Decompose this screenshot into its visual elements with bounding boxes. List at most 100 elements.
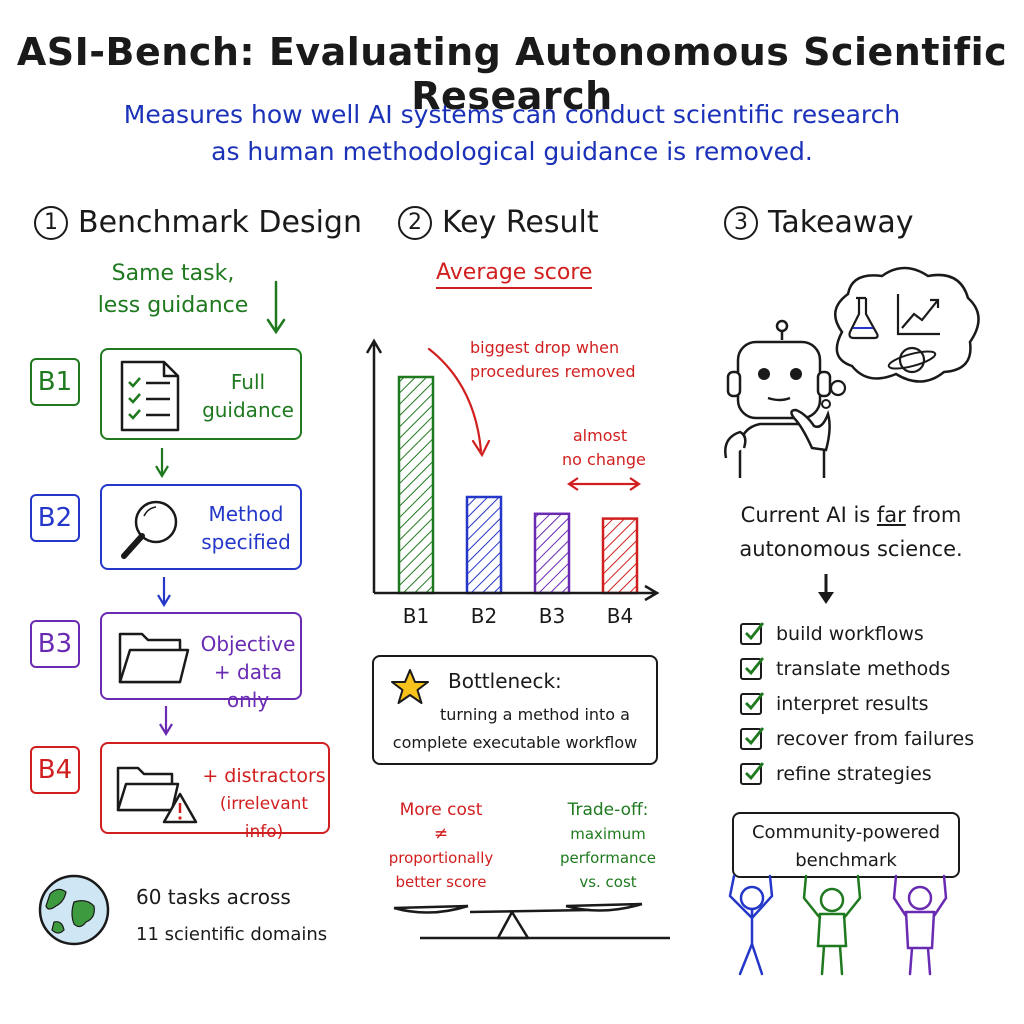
- takeaway-statement: Current AI is far from autonomous scienc…: [716, 498, 986, 566]
- community-people-icon: [728, 874, 948, 976]
- drop-annotation-line-1: biggest drop when: [470, 338, 620, 357]
- cost-note-line-2: proportionally: [388, 849, 494, 867]
- banner-line-2: benchmark: [795, 850, 897, 871]
- section-2-heading: 2 Key Result: [398, 205, 599, 240]
- level-box-b2: Method specified: [100, 484, 302, 570]
- drop-arrow-icon: [427, 347, 491, 458]
- x-tick-label: B3: [539, 604, 565, 628]
- level-box-b3: Objective + data only: [100, 612, 302, 712]
- guidance-note-line-1: Same task,: [111, 261, 235, 286]
- skill-item: build workflows: [740, 616, 974, 651]
- statement-line-2: autonomous science.: [739, 537, 963, 561]
- chart-title: Average score: [436, 260, 593, 289]
- checkbox-icon: [740, 761, 765, 785]
- bottleneck-title: Bottleneck:: [448, 669, 562, 693]
- arrow-b1-b2-icon: [155, 448, 169, 479]
- level-b3-line-1: Objective: [200, 632, 296, 656]
- globe-icon: [38, 874, 110, 946]
- section-1-number: 1: [34, 205, 68, 240]
- level-b1-line-2: guidance: [202, 398, 294, 422]
- level-tag-b1: B1: [30, 358, 80, 406]
- no-change-annotation-line-1: almost: [572, 426, 628, 445]
- arrow-b2-b3-icon: [157, 577, 171, 608]
- dataset-summary-line-1: 60 tasks across: [136, 885, 291, 909]
- section-1-heading: 1 Benchmark Design: [34, 205, 362, 240]
- folder-icon: [118, 632, 190, 684]
- bottleneck-line-2: complete executable workflow: [392, 733, 638, 752]
- skill-label: translate methods: [776, 657, 951, 680]
- cost-note-line-1: More cost: [399, 800, 483, 820]
- bar-b3: [533, 512, 571, 595]
- statement-emphasis: far: [876, 503, 906, 527]
- section-1-title: Benchmark Design: [78, 205, 362, 240]
- balance-scale-icon: [393, 902, 670, 940]
- thought-cloud-icon: [821, 266, 980, 409]
- folder-warning-icon: [116, 766, 198, 824]
- subtitle-line-1: Measures how well AI systems can conduct…: [123, 100, 901, 129]
- bar-chart: B1 B2 B3 B4: [365, 338, 660, 628]
- statement-post: from: [905, 503, 962, 527]
- skill-label: recover from failures: [776, 727, 975, 750]
- dataset-summary-line-2: 11 scientific domains: [136, 924, 328, 945]
- level-tag-b2: B2: [30, 494, 80, 542]
- section-2-number: 2: [398, 205, 432, 240]
- skill-item: interpret results: [740, 686, 974, 721]
- section-2-title: Key Result: [442, 205, 599, 240]
- level-b1-line-1: Full: [230, 370, 266, 394]
- tradeoff-note-line-1: Trade-off:: [567, 800, 649, 820]
- robot-icon: [724, 319, 832, 478]
- level-b3-line-2: + data only: [213, 660, 283, 712]
- guidance-down-arrow-icon: [266, 280, 286, 335]
- guidance-note-line-2: less guidance: [97, 293, 249, 318]
- statement-pre: Current AI is: [740, 503, 877, 527]
- level-b2-line-1: Method: [208, 502, 284, 526]
- checkbox-icon: [740, 656, 765, 680]
- cost-note: More cost ≠ proportionally better score: [386, 798, 496, 894]
- section-3-number: 3: [724, 205, 758, 240]
- not-equal-symbol: ≠: [433, 824, 449, 844]
- no-change-annotation: almost no change: [562, 424, 646, 472]
- bar-b2: [465, 495, 503, 595]
- level-box-b4: + distractors (irrelevant info): [100, 742, 330, 842]
- skill-label: build workflows: [776, 622, 924, 645]
- checkbox-icon: [740, 621, 765, 645]
- tradeoff-note: Trade-off: maximum performance vs. cost: [546, 798, 670, 894]
- cost-note-line-3: better score: [395, 873, 487, 891]
- magnifier-icon: [121, 500, 178, 559]
- banner-line-1: Community-powered: [751, 822, 941, 843]
- x-axis: [374, 584, 660, 602]
- x-tick-label: B1: [403, 604, 429, 628]
- level-b4-line-2: (irrelevant info): [219, 794, 309, 842]
- bottleneck-box: Bottleneck: turning a method into a comp…: [372, 655, 658, 765]
- page-subtitle: Measures how well AI systems can conduct…: [0, 96, 1024, 170]
- subtitle-line-2: as human methodological guidance is remo…: [211, 137, 813, 166]
- no-change-annotation-line-2: no change: [562, 450, 646, 469]
- skill-item: recover from failures: [740, 721, 974, 756]
- checklist-icon: [120, 360, 180, 432]
- page-title: ASI-Bench: Evaluating Autonomous Scienti…: [16, 30, 1008, 118]
- tradeoff-note-line-2: maximum: [570, 825, 646, 843]
- y-axis: [365, 338, 383, 593]
- skill-item: translate methods: [740, 651, 974, 686]
- skill-item: refine strategies: [740, 756, 974, 791]
- tradeoff-note-line-4: vs. cost: [579, 873, 637, 891]
- dataset-summary: 60 tasks across 11 scientific domains: [136, 878, 327, 954]
- x-tick-label: B2: [471, 604, 497, 628]
- level-b4-line-1: + distractors: [202, 765, 326, 787]
- skill-label: refine strategies: [776, 762, 932, 785]
- level-box-b1: Full guidance: [100, 348, 302, 440]
- level-b2-line-2: specified: [201, 530, 291, 554]
- skills-list: build workflows translate methods interp…: [740, 616, 974, 791]
- drop-annotation-line-2: procedures removed: [470, 362, 636, 381]
- double-arrow-icon: [567, 477, 641, 491]
- star-icon: [391, 669, 429, 704]
- arrow-b3-b4-icon: [159, 706, 173, 737]
- checkbox-icon: [740, 726, 765, 750]
- drop-annotation: biggest drop when procedures removed: [470, 336, 636, 384]
- x-tick-label: B4: [607, 604, 633, 628]
- takeaway-down-arrow-icon: [818, 574, 834, 604]
- section-3-heading: 3 Takeaway: [724, 205, 914, 240]
- bar-b4: [601, 517, 639, 595]
- skill-label: interpret results: [776, 692, 929, 715]
- bottleneck-line-1: turning a method into a: [440, 705, 630, 724]
